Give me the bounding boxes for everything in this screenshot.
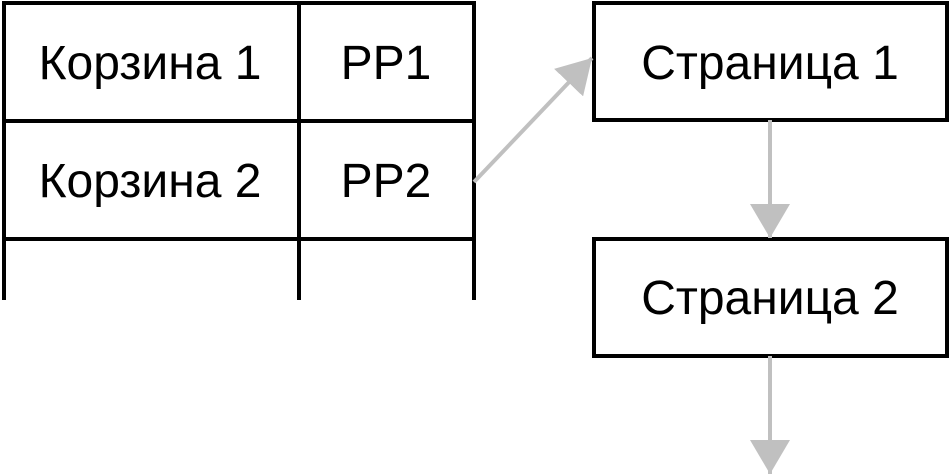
pointer-cell-2: PP2 — [341, 155, 432, 208]
page-box-2: Страница 2 — [592, 237, 949, 358]
page-box-1-label: Страница 1 — [641, 37, 899, 90]
bucket-cell-1: Корзина 1 — [39, 37, 262, 90]
page-box-1: Страница 1 — [592, 1, 949, 122]
pointer-to-page-arrow — [472, 56, 594, 184]
table-row: Корзина 1 PP1 — [39, 37, 432, 90]
page-box-2-label: Страница 2 — [641, 272, 899, 325]
pointer-cell-1: PP1 — [341, 37, 432, 90]
bucket-cell-2: Корзина 2 — [39, 155, 262, 208]
arrows — [472, 56, 790, 474]
bucket-table — [2, 1, 476, 300]
table-row: Корзина 2 PP2 — [39, 155, 432, 208]
page-box-2-border — [592, 237, 949, 358]
